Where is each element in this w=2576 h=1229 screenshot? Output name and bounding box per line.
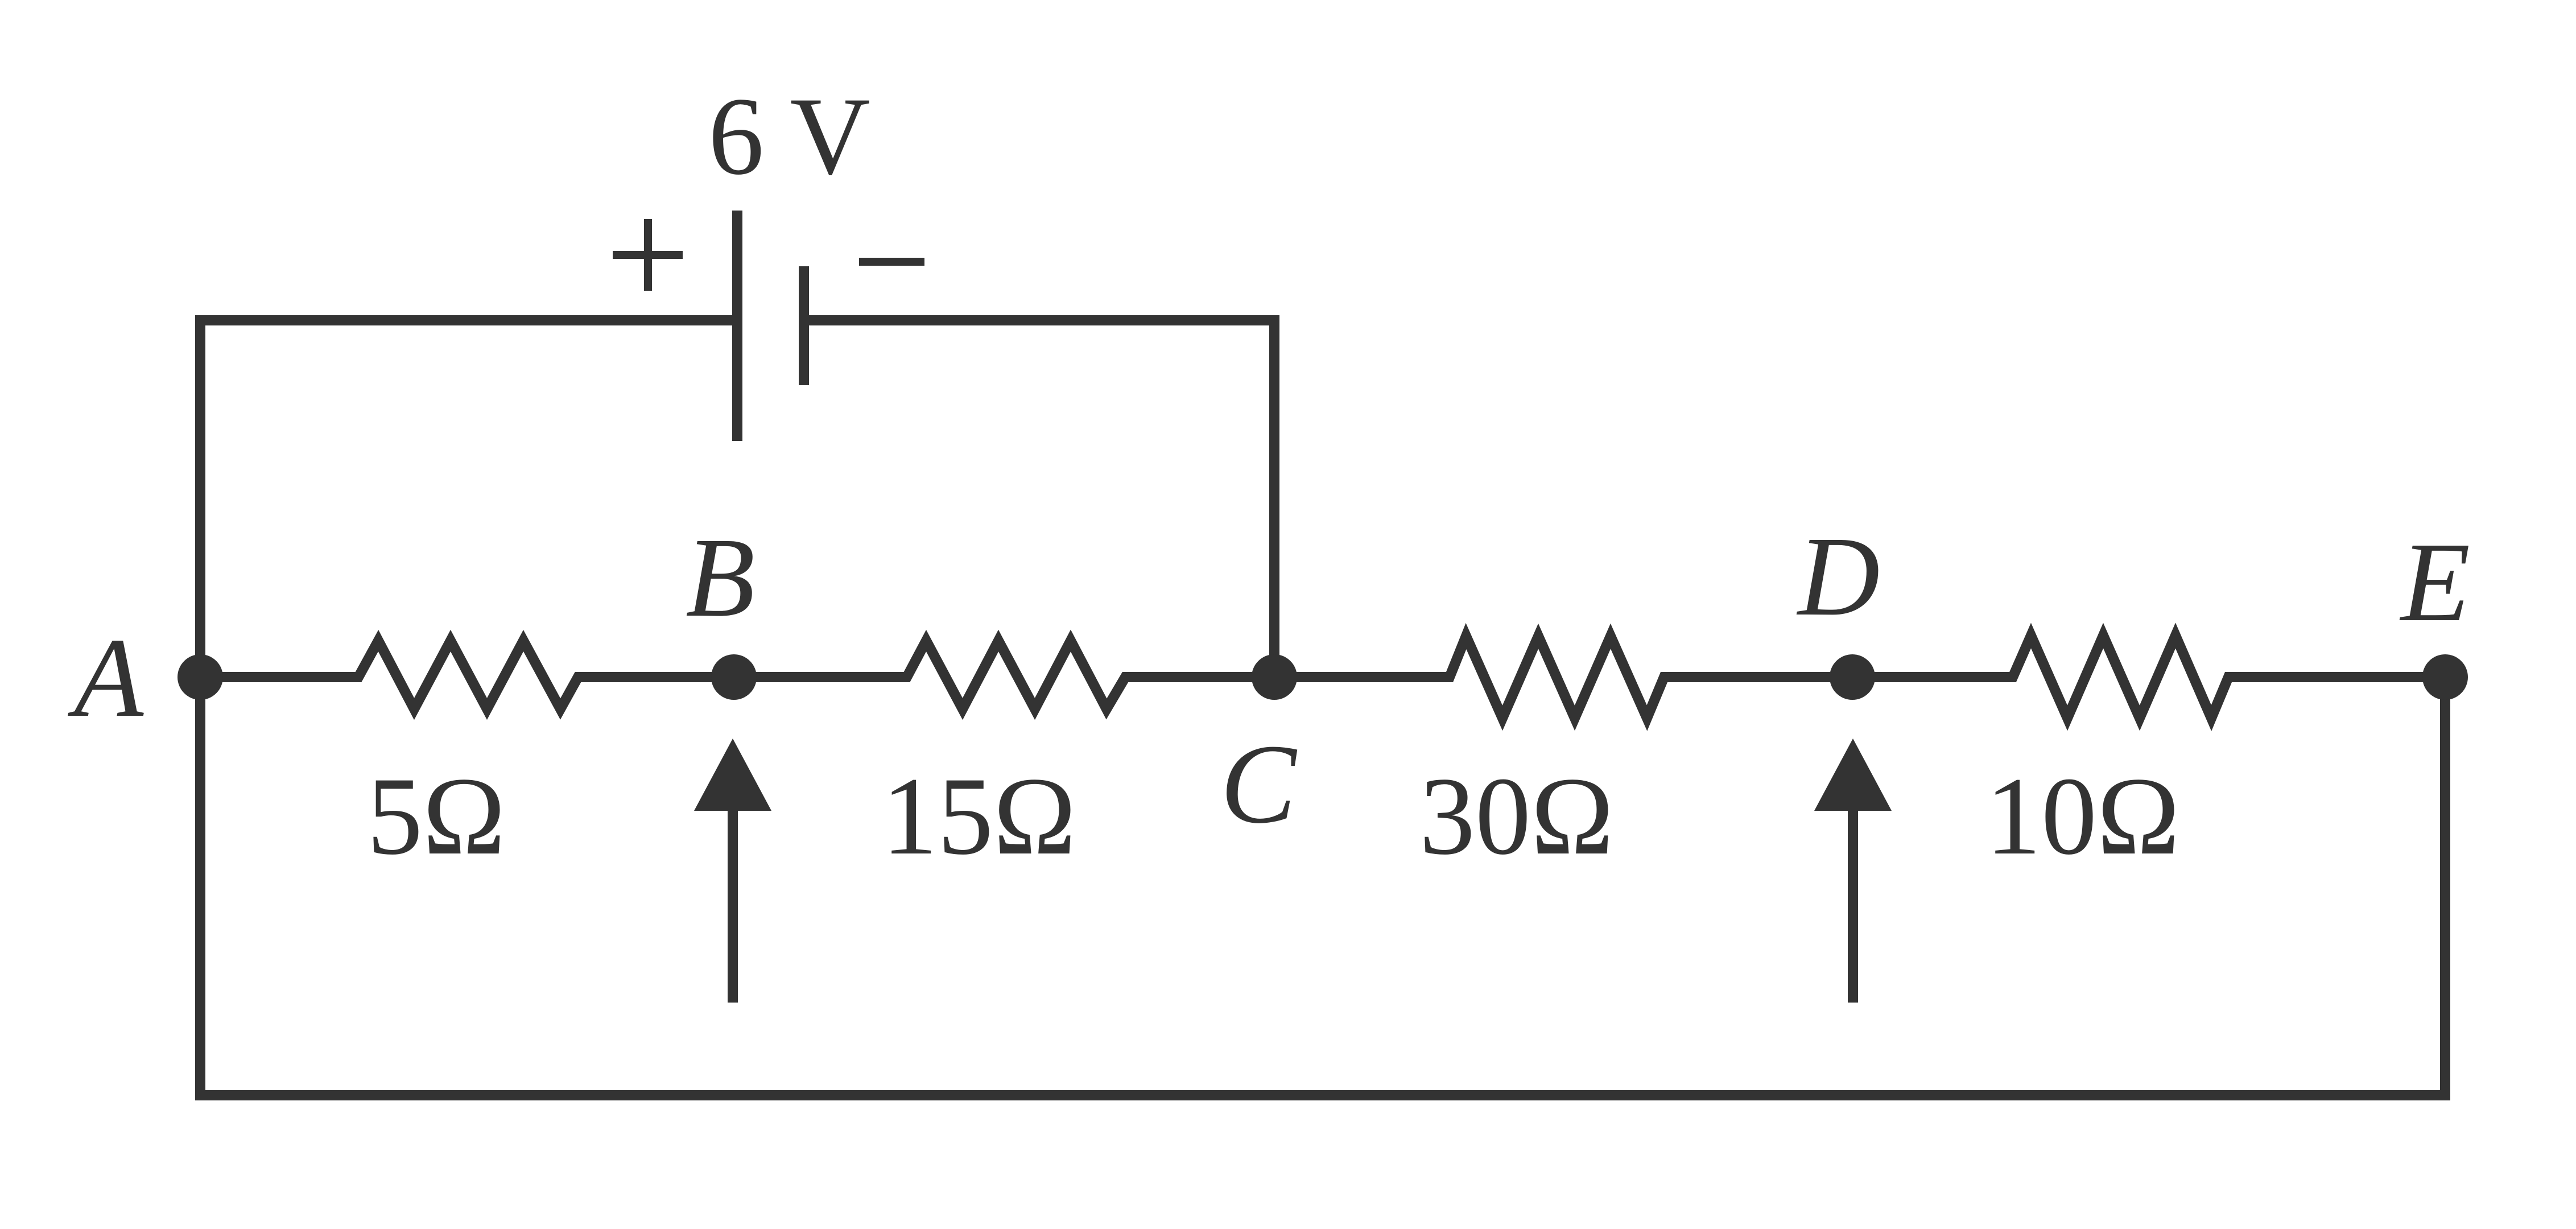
wire-top-left — [195, 315, 741, 682]
node-b-dot — [711, 654, 757, 700]
node-b-label: B — [686, 515, 755, 641]
node-c-dot — [1252, 654, 1297, 700]
resistor-5-ohm — [195, 629, 739, 720]
node-e-label: E — [2399, 519, 2470, 645]
node-e-dot — [2422, 654, 2468, 700]
resistor-5-ohm-label: 5Ω — [367, 754, 506, 878]
battery: 6 V — [613, 75, 924, 441]
node-a-label: A — [68, 615, 144, 741]
resistor-15-ohm — [729, 629, 1279, 720]
node-d-label: D — [1796, 514, 1880, 640]
resistor-10-ohm — [1847, 622, 2450, 731]
node-c-label: C — [1220, 721, 1298, 847]
arrow-up-d-icon — [1814, 739, 1892, 1003]
resistor-10-ohm-label: 10Ω — [1985, 754, 2180, 878]
resistor-15-ohm-label: 15Ω — [882, 754, 1076, 878]
resistor-30-ohm — [1269, 622, 1857, 731]
node-a-dot — [177, 654, 223, 700]
arrow-up-b-icon — [694, 739, 771, 1003]
resistor-30-ohm-label: 30Ω — [1419, 754, 1614, 878]
wire-top-right — [799, 315, 1279, 682]
node-d-dot — [1830, 654, 1875, 700]
battery-plus-sign — [613, 219, 683, 291]
battery-voltage-label: 6 V — [708, 75, 870, 198]
wire-bottom-loop — [195, 672, 2450, 1100]
